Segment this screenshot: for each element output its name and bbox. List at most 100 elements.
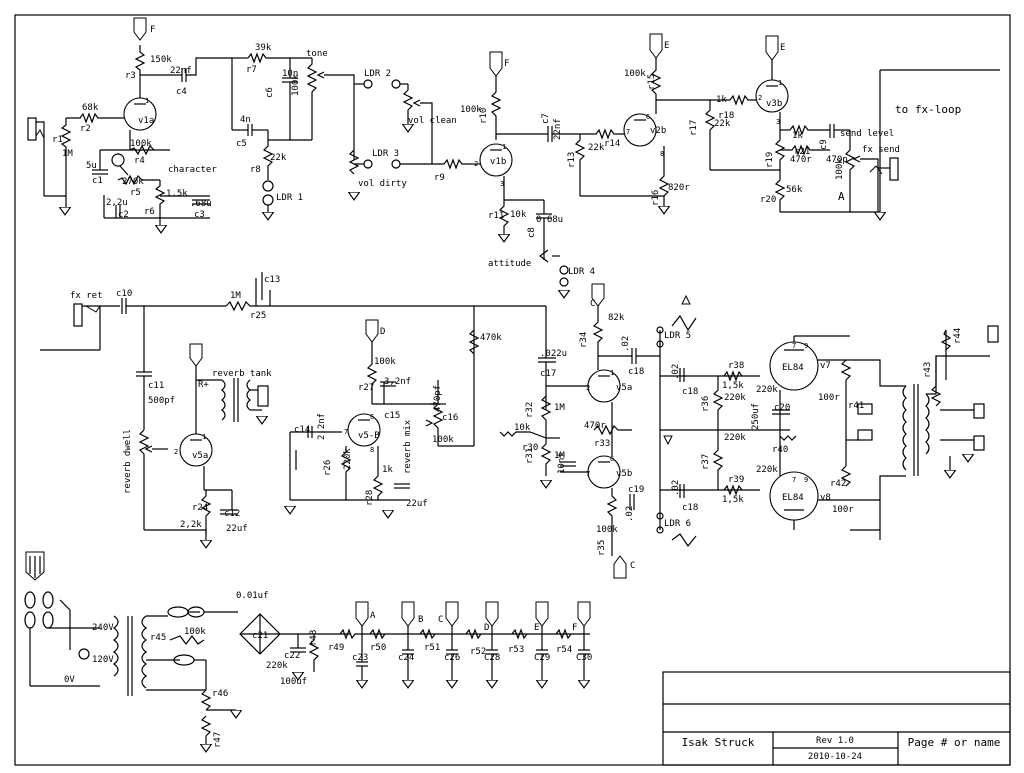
svg-text:22uf: 22uf xyxy=(406,499,428,509)
stage-v5b-reverb: D 100k r27 6 v5-B 7 8 3,2nf c15 470pf c1… xyxy=(284,306,502,519)
svg-text:c6: c6 xyxy=(265,87,275,98)
svg-text:r28: r28 xyxy=(365,490,375,506)
svg-text:E: E xyxy=(780,43,785,53)
svg-text:EL84: EL84 xyxy=(782,363,804,373)
svg-text:r33: r33 xyxy=(594,439,610,449)
svg-text:c1: c1 xyxy=(92,176,103,186)
svg-text:100k: 100k xyxy=(374,357,396,367)
svg-text:22k: 22k xyxy=(270,153,287,163)
svg-text:LDR 2: LDR 2 xyxy=(364,69,391,79)
svg-text:r43: r43 xyxy=(923,362,933,378)
svg-text:r39: r39 xyxy=(728,475,744,485)
svg-text:470pf: 470pf xyxy=(433,385,443,412)
svg-text:1k: 1k xyxy=(792,131,803,141)
svg-text:r15: r15 xyxy=(647,74,657,90)
svg-text:5u: 5u xyxy=(86,161,97,171)
svg-text:r14: r14 xyxy=(604,139,620,149)
stage-v2b: r13 22k r14 6 v2b 7 E 100k r15 8 820r r1… xyxy=(567,33,730,215)
svg-text:r48: r48 xyxy=(309,630,319,646)
svg-text:.02: .02 xyxy=(671,480,681,496)
svg-text:r49: r49 xyxy=(328,643,344,653)
svg-text:220k: 220k xyxy=(756,465,778,475)
svg-text:r2: r2 xyxy=(80,124,91,134)
svg-text:r40: r40 xyxy=(772,445,788,455)
svg-text:reverb dwell: reverb dwell xyxy=(123,429,133,494)
svg-text:c2: c2 xyxy=(118,210,129,220)
svg-text:c4: c4 xyxy=(176,87,187,97)
svg-text:220k: 220k xyxy=(266,661,288,671)
svg-text:6: 6 xyxy=(646,113,650,121)
svg-text:r26: r26 xyxy=(323,460,333,476)
svg-text:v3b: v3b xyxy=(766,99,782,109)
svg-text:r18: r18 xyxy=(718,111,734,121)
svg-text:r13: r13 xyxy=(567,152,577,168)
svg-text:c3: c3 xyxy=(194,210,205,220)
svg-text:820r: 820r xyxy=(668,183,690,193)
svg-text:1M: 1M xyxy=(554,451,565,461)
svg-text:240V: 240V xyxy=(92,623,114,633)
svg-text:100uf: 100uf xyxy=(280,677,307,687)
svg-text:10k: 10k xyxy=(510,210,527,220)
svg-text:c21: c21 xyxy=(252,631,268,641)
svg-text:1.5k: 1.5k xyxy=(166,189,188,199)
svg-text:c14: c14 xyxy=(294,425,310,435)
svg-text:r45: r45 xyxy=(150,633,166,643)
svg-text:c12: c12 xyxy=(224,509,240,519)
svg-text:470r: 470r xyxy=(790,155,812,165)
svg-text:r36: r36 xyxy=(701,396,711,412)
svg-text:100r: 100r xyxy=(818,393,840,403)
svg-text:r34: r34 xyxy=(579,332,589,348)
svg-text:v5a: v5a xyxy=(192,451,208,461)
svg-text:3,2nf: 3,2nf xyxy=(384,377,411,387)
svg-text:220k: 220k xyxy=(724,393,746,403)
svg-text:r47: r47 xyxy=(213,732,223,748)
svg-text:c15: c15 xyxy=(384,411,400,421)
svg-text:c22: c22 xyxy=(284,651,300,661)
svg-text:c19: c19 xyxy=(628,485,644,495)
svg-text:c18: c18 xyxy=(628,367,644,377)
svg-text:.02: .02 xyxy=(625,506,635,522)
svg-text:2,2k: 2,2k xyxy=(180,520,202,530)
svg-text:100k: 100k xyxy=(624,69,646,79)
svg-text:LDR 6: LDR 6 xyxy=(664,519,691,529)
svg-text:2: 2 xyxy=(174,448,178,456)
svg-text:8: 8 xyxy=(370,446,374,454)
svg-text:220k: 220k xyxy=(343,448,353,470)
svg-text:c10: c10 xyxy=(116,289,132,299)
svg-text:C: C xyxy=(590,299,595,309)
svg-text:r3: r3 xyxy=(125,71,136,81)
svg-text:LDR 1: LDR 1 xyxy=(276,193,303,203)
svg-text:250uf: 250uf xyxy=(751,403,761,430)
stage-v1a: r1 1M 68k r2 1 v1a r3 150k F 22nf c4 100… xyxy=(27,17,232,234)
svg-text:c7: c7 xyxy=(541,113,551,124)
svg-text:470r: 470r xyxy=(584,421,606,431)
svg-text:22nf: 22nf xyxy=(553,118,563,140)
svg-text:120V: 120V xyxy=(92,655,114,665)
svg-text:22uf: 22uf xyxy=(226,524,248,534)
svg-text:A: A xyxy=(370,611,376,621)
svg-text:B: B xyxy=(418,615,423,625)
tube-v1a: v1a xyxy=(138,116,154,126)
svg-text:c13: c13 xyxy=(264,275,280,285)
svg-text:r51: r51 xyxy=(424,643,440,653)
svg-text:reverb tank: reverb tank xyxy=(212,369,272,379)
svg-text:.02: .02 xyxy=(671,364,681,380)
svg-text:v7: v7 xyxy=(820,361,831,371)
svg-text:C: C xyxy=(438,615,443,625)
stage-v1b: F 100k r10 1 v1b 2 3 10k r11 0.68u c8 at… xyxy=(460,51,595,299)
svg-text:r46: r46 xyxy=(212,689,228,699)
svg-text:39k: 39k xyxy=(255,43,272,53)
svg-text:22k: 22k xyxy=(588,143,605,153)
svg-text:r42: r42 xyxy=(830,479,846,489)
svg-text:82k: 82k xyxy=(608,313,625,323)
svg-text:1: 1 xyxy=(610,369,614,377)
svg-text:.022u: .022u xyxy=(540,349,567,359)
svg-text:r38: r38 xyxy=(728,361,744,371)
svg-text:9: 9 xyxy=(804,342,808,350)
svg-text:9: 9 xyxy=(804,476,808,484)
svg-text:send level: send level xyxy=(840,129,894,139)
svg-text:r37: r37 xyxy=(701,454,711,470)
svg-text:A: A xyxy=(838,190,845,203)
date-label: 2010-10-24 xyxy=(808,752,862,762)
